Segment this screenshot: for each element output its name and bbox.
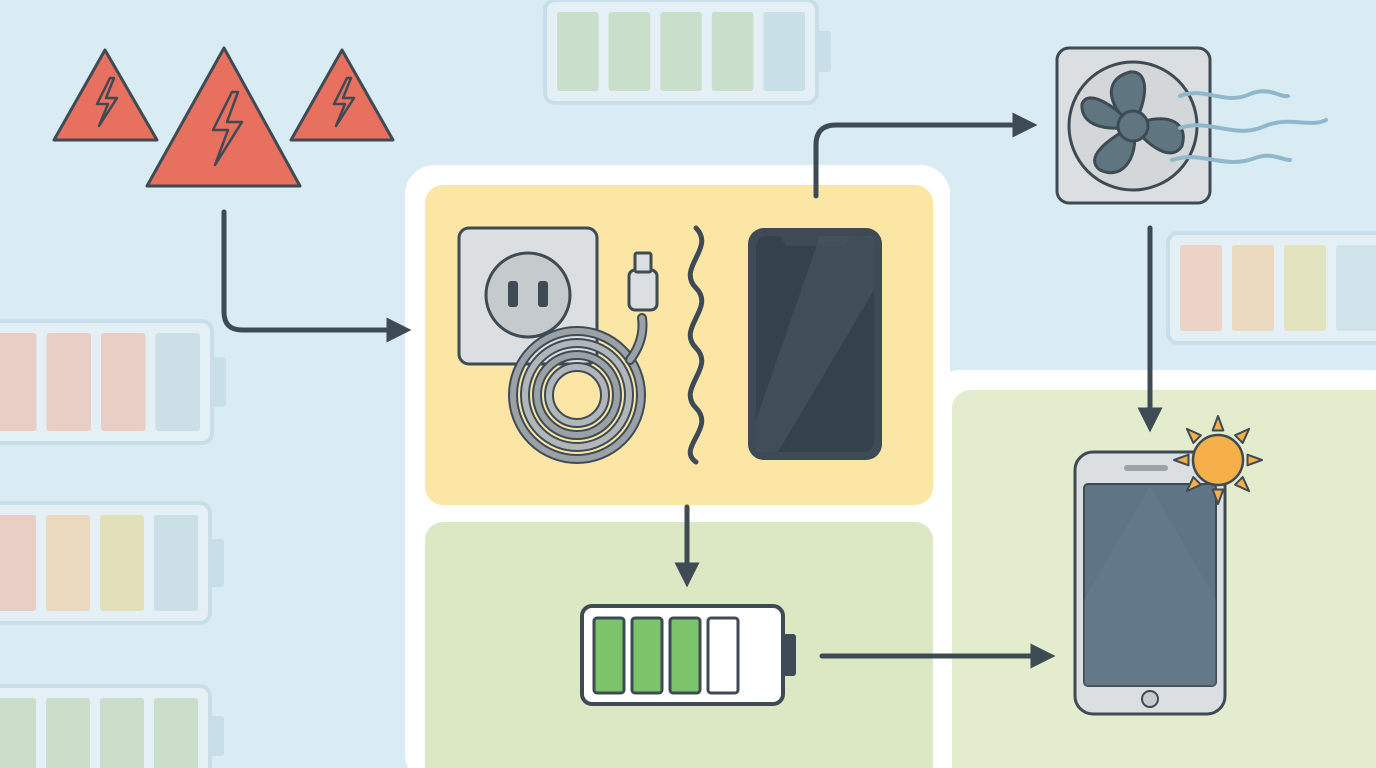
decorative-battery-icon [0,684,224,768]
battery-cell-filled [668,616,702,695]
battery-cell-empty [706,616,740,695]
sun-icon [1173,415,1263,505]
decorative-battery-icon [543,0,831,105]
sun-ray [1234,427,1251,444]
arrow-warning-to-charging [221,209,412,343]
smartphone-icon [748,228,882,460]
sun-ray [1246,453,1263,467]
sun-ray [1185,476,1202,493]
sun-ray [1173,453,1190,467]
battery-icon [580,604,796,706]
sun-ray [1211,488,1225,505]
lightning-warning-icon [145,46,302,188]
smartphone-icon [1073,450,1227,716]
phone-in-sun [1073,415,1263,716]
sun-ray [1185,427,1202,444]
sun-ray [1211,415,1225,432]
battery-cell-filled [630,616,664,695]
decorative-battery-icon [1166,231,1376,345]
interference-wave-icon [687,225,705,465]
decorative-battery-icon [0,501,224,625]
connectors [221,112,1163,669]
arrow-charging-to-fan [813,112,1038,199]
fan-icon [1055,46,1328,205]
sun-ray [1234,476,1251,493]
battery-cell-filled [592,616,626,695]
usb-cable-icon [508,251,659,464]
decorative-battery-icon [0,319,226,445]
warning-triangles [52,46,395,188]
lightning-warning-icon [289,48,395,142]
lightning-warning-icon [52,48,159,142]
